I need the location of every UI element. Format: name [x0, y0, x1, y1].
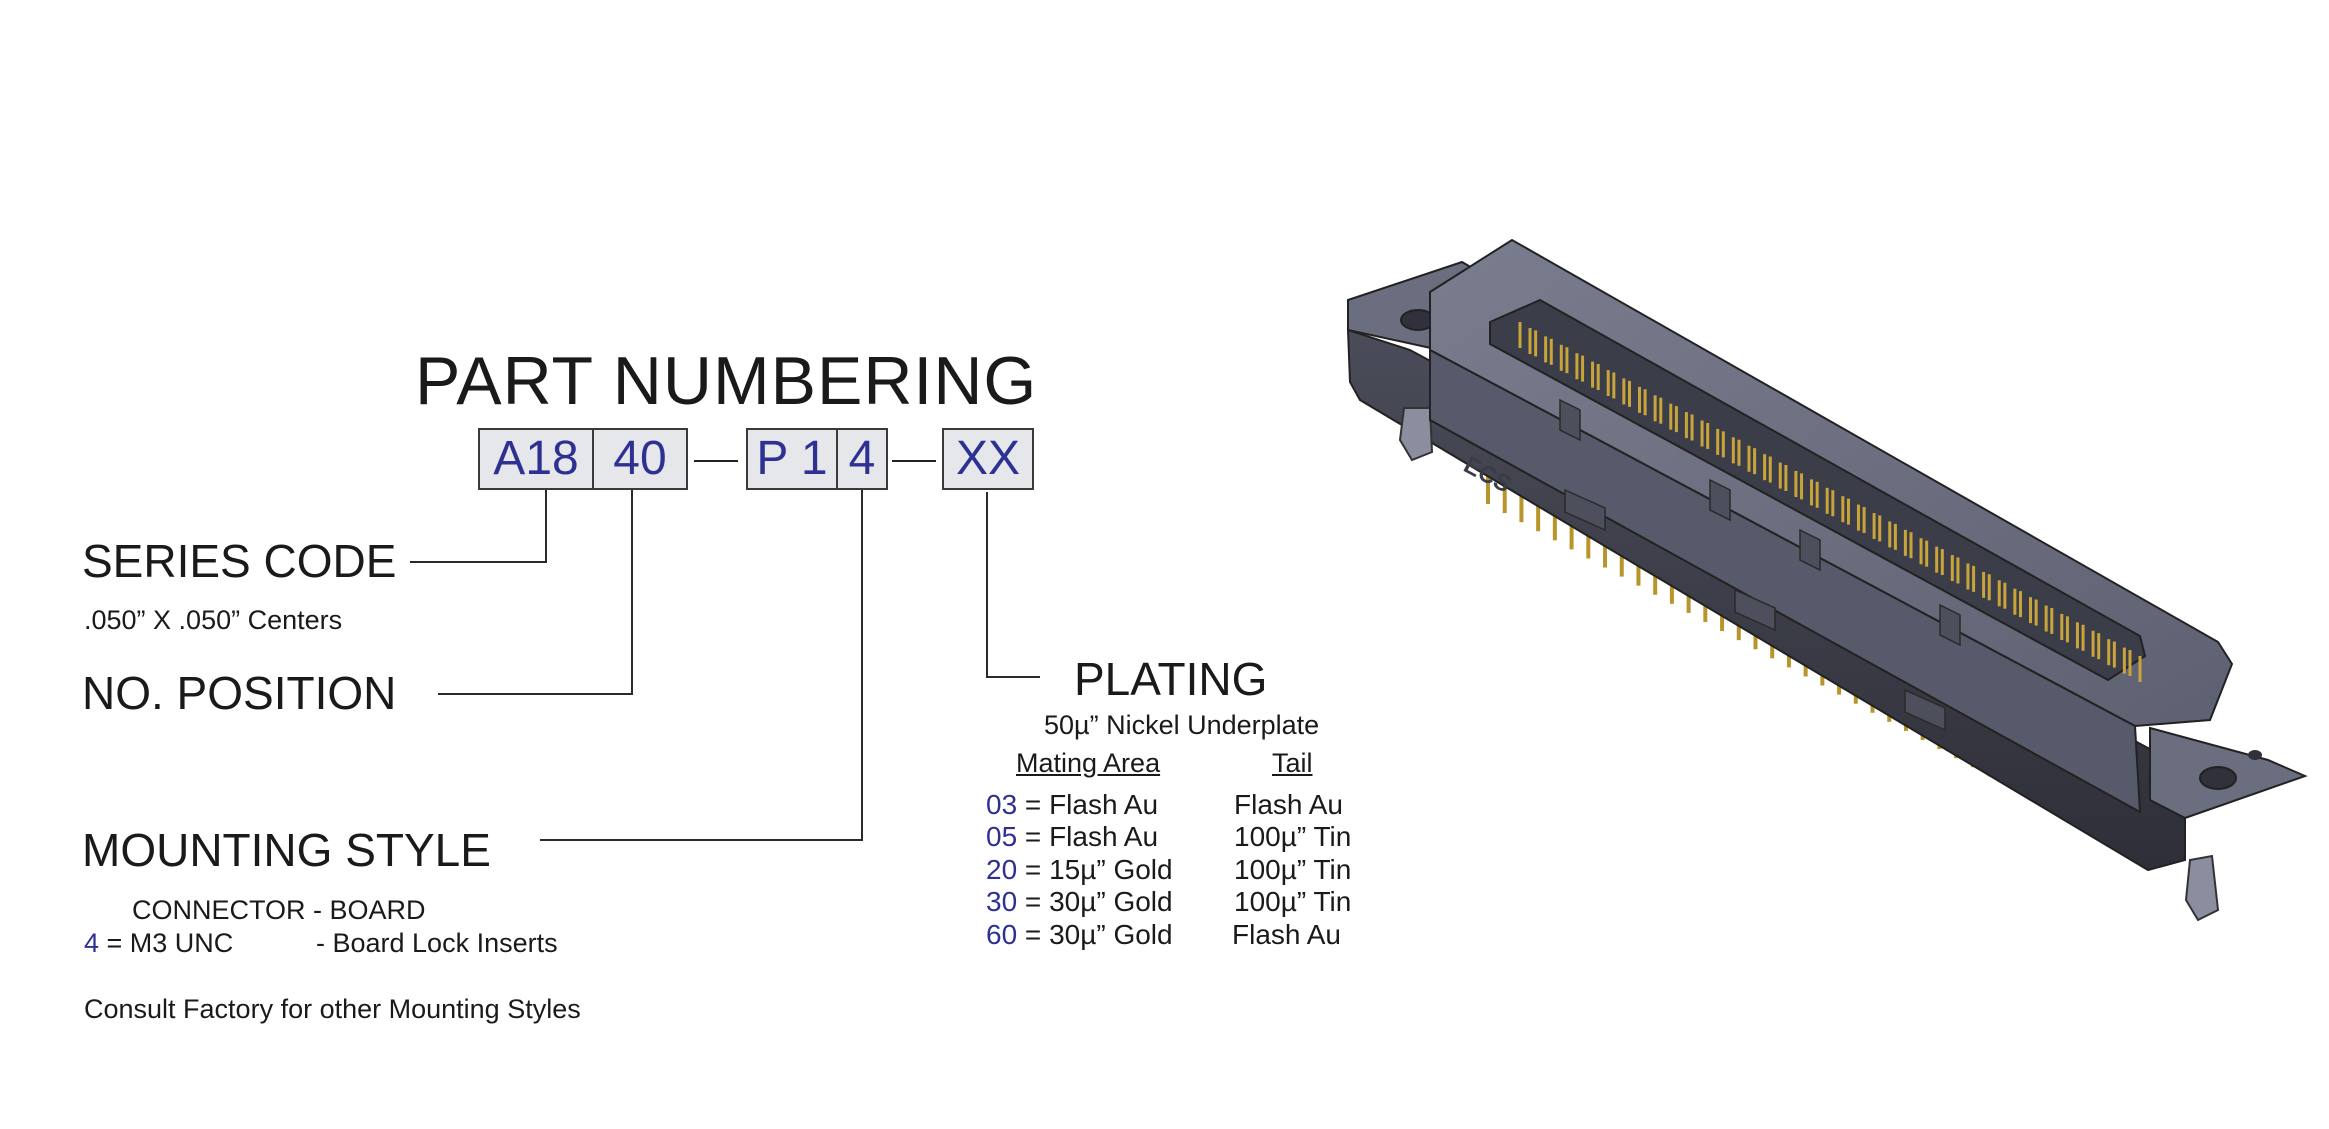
plating-row-mating: 60 = 30µ” Gold — [986, 919, 1173, 951]
housing-front — [1429, 348, 2142, 814]
series-code-label: SERIES CODE — [82, 535, 397, 587]
plating-row-mating: 03 = Flash Au — [986, 789, 1158, 821]
series-leader — [410, 490, 547, 563]
mounting-style-header: CONNECTOR - BOARD — [132, 895, 426, 925]
position-leader — [438, 490, 633, 695]
mounting-eq: = M3 UNC — [99, 928, 234, 958]
mounting-code: 4 — [84, 928, 100, 958]
series-code-detail: .050” X .050” Centers — [84, 605, 343, 635]
plating-row-tail: 100µ” Tin — [1234, 854, 1352, 885]
plating-code: 60 — [986, 919, 1018, 950]
mounting-style-note: Consult Factory for other Mounting Style… — [84, 994, 581, 1024]
plating-col-mating: Mating Area — [1016, 748, 1161, 778]
plating-code: 05 — [986, 821, 1018, 852]
plating-mating: = 30µ” Gold — [1017, 886, 1173, 917]
page-title: PART NUMBERING — [415, 343, 1038, 419]
plating-row-mating: 05 = Flash Au — [986, 821, 1158, 853]
plating-row-tail: Flash Au — [1232, 919, 1341, 950]
board-lock-left — [1398, 407, 1434, 462]
plating-code: 30 — [986, 886, 1018, 917]
box-series: A18 — [478, 428, 594, 490]
dash-1 — [694, 460, 738, 462]
dash-2 — [892, 460, 936, 462]
plating-row-tail: 100µ” Tin — [1234, 821, 1352, 852]
plating-mating: = 15µ” Gold — [1017, 854, 1173, 885]
mounting-leader — [540, 490, 863, 841]
no-position-label: NO. POSITION — [82, 667, 397, 719]
plating-row-mating: 30 = 30µ” Gold — [986, 886, 1173, 918]
mount-hole-right — [2199, 766, 2237, 790]
plating-underplate: 50µ” Nickel Underplate — [1044, 710, 1320, 740]
plating-mating: = Flash Au — [1017, 821, 1159, 852]
box-style-prefix: P 1 — [746, 428, 838, 490]
plating-row-tail: 100µ” Tin — [1234, 886, 1352, 917]
plating-row-mating: 20 = 15µ” Gold — [986, 854, 1173, 886]
plating-mating: = 30µ” Gold — [1017, 919, 1173, 950]
plating-code: 03 — [986, 789, 1018, 820]
board-lock-right — [2184, 854, 2220, 922]
box-plating: XX — [942, 428, 1034, 490]
plating-mating: = Flash Au — [1017, 789, 1159, 820]
box-positions: 40 — [592, 428, 688, 490]
mating-contacts — [1518, 322, 2142, 682]
mounting-style-desc: - Board Lock Inserts — [316, 928, 558, 958]
latch-windows — [1559, 398, 1961, 732]
keying-hole — [2248, 750, 2262, 760]
mounting-style-option: 4 = M3 UNC — [84, 928, 233, 959]
plating-code: 20 — [986, 854, 1018, 885]
plating-col-tail: Tail — [1272, 748, 1313, 778]
plating-leader — [986, 492, 1040, 678]
plating-row-tail: Flash Au — [1234, 789, 1343, 820]
box-style-code: 4 — [836, 428, 888, 490]
mounting-style-label: MOUNTING STYLE — [82, 824, 491, 876]
plating-label: PLATING — [1074, 653, 1268, 705]
